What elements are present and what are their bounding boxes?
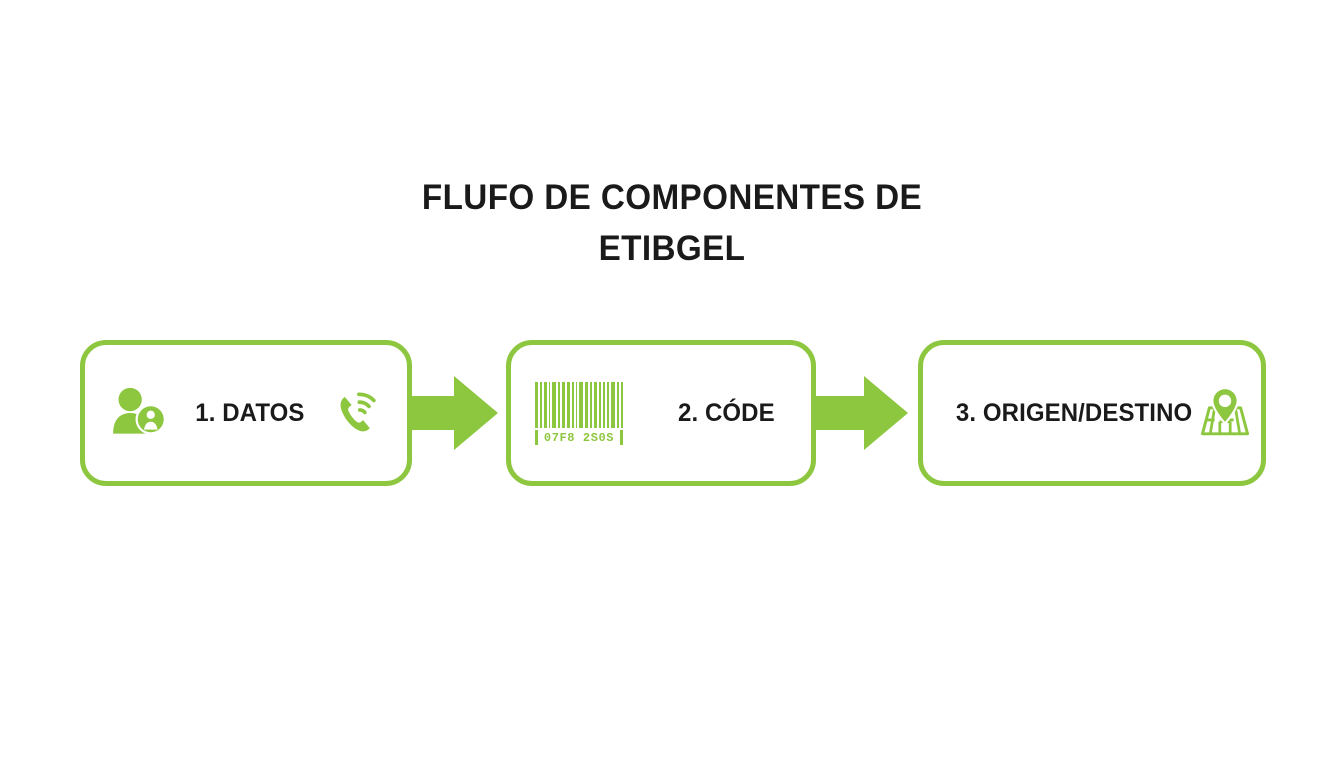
phone-ringing-icon [331,386,385,440]
step-label-datos: 1. DATOS [195,398,305,427]
arrow-right-icon-1 [402,376,498,450]
step-label-origen-destino: 3. ORIGEN/DESTINO [955,398,1193,427]
flow-row: 1. DATOS [0,340,1344,486]
title-line-1: FLUFO DE COMPONENTES DE [421,178,923,217]
barcode-icon: 07F8 2S0S [535,381,624,445]
step-box-datos[interactable]: 1. DATOS [80,340,412,486]
barcode-bars [535,381,624,428]
map-location-pin-icon [1197,387,1253,439]
step-box-code[interactable]: 07F8 2S0S 2. CÓDE [506,340,816,486]
arrow-right-icon-2 [812,376,908,450]
diagram-title: FLUFO DE COMPONENTES DE ETIBGEL [0,172,1344,274]
step-box-origen-destino[interactable]: 3. ORIGEN/DESTINO [918,340,1266,486]
title-line-2: ETIBGEL [598,229,746,268]
barcode-digits: 07F8 2S0S [535,429,623,445]
step-label-code: 2. CÓDE [678,398,775,427]
contacts-person-icon [111,387,169,439]
